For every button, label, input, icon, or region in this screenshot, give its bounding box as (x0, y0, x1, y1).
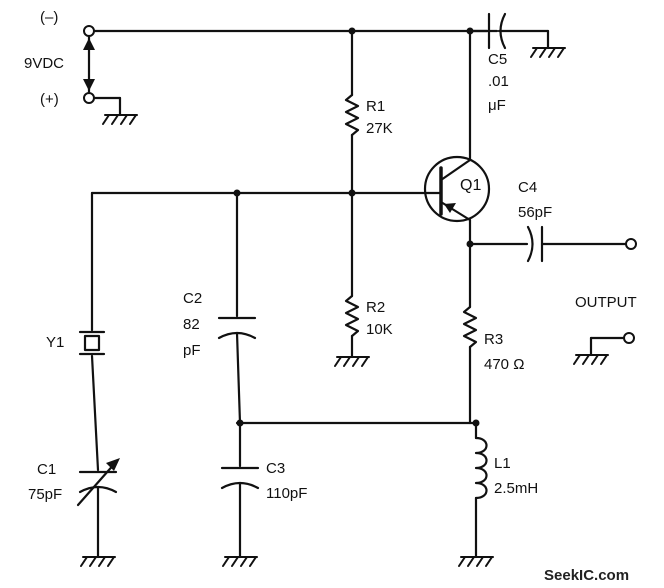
c2-ref-label: C2 (183, 290, 202, 307)
ground-symbol (102, 114, 138, 125)
transistor-q1 (423, 29, 491, 309)
emitter-arrow-icon (444, 203, 456, 213)
ground-symbol (458, 556, 494, 567)
l1-value-label: 2.5mH (494, 480, 538, 497)
r3-ref-label: R3 (484, 331, 503, 348)
y1-ref-label: Y1 (46, 334, 64, 351)
top-rail (92, 27, 499, 35)
q1-ref-label: Q1 (460, 177, 481, 194)
crystal-y1 (78, 191, 106, 472)
c1-value-label: 75pF (28, 486, 62, 503)
ground-symbol (334, 356, 370, 367)
ground-symbol (573, 354, 609, 365)
c1-ref-label: C1 (37, 461, 56, 478)
positive-terminal[interactable] (83, 92, 95, 104)
supply-negative-label: (–) (40, 9, 58, 26)
inductor-l1 (458, 421, 494, 567)
adjust-arrow-icon (106, 458, 120, 471)
capacitor-c4 (468, 225, 637, 263)
arrow-up-icon (83, 38, 95, 50)
arrow-down-icon (83, 79, 95, 91)
capacitor-c1-variable (76, 458, 120, 567)
ground-symbol (222, 556, 258, 567)
mid-node (235, 419, 480, 427)
c3-value-label: 110pF (266, 485, 307, 502)
capacitor-c5 (468, 12, 566, 58)
capacitor-c2 (217, 191, 257, 425)
c4-ref-label: C4 (518, 179, 537, 196)
capacitor-c3 (220, 421, 260, 567)
resistor-r3 (462, 305, 478, 425)
c2-value-label: 82 (183, 316, 200, 333)
ground-symbol (530, 47, 566, 58)
c5-ref-label: C5 (488, 51, 507, 68)
ground-symbol (80, 556, 116, 567)
r1-ref-label: R1 (366, 98, 385, 115)
output-terminal-bottom[interactable] (623, 332, 635, 344)
r1-value-label: 27K (366, 120, 393, 137)
resistor-r2 (334, 191, 370, 367)
c2-unit-label: pF (183, 342, 201, 359)
c5-value-label: .01 (488, 73, 509, 90)
output-ground (573, 332, 635, 365)
c4-value-label: 56pF (518, 204, 552, 221)
r2-value-label: 10K (366, 321, 393, 338)
base-node (90, 189, 430, 197)
c3-ref-label: C3 (266, 460, 285, 477)
l1-ref-label: L1 (494, 455, 511, 472)
watermark: SeekIC.com (544, 567, 629, 584)
output-label: OUTPUT (575, 294, 637, 311)
r2-ref-label: R2 (366, 299, 385, 316)
resistor-r1 (344, 29, 360, 195)
c5-unit-label: μF (488, 97, 506, 114)
output-terminal-top[interactable] (625, 238, 637, 250)
supply-voltage-label: 9VDC (24, 55, 64, 72)
negative-terminal[interactable] (83, 25, 95, 37)
supply-positive-label: (+) (40, 91, 59, 108)
battery-supply (83, 25, 138, 125)
r3-value-label: 470 Ω (484, 356, 524, 373)
